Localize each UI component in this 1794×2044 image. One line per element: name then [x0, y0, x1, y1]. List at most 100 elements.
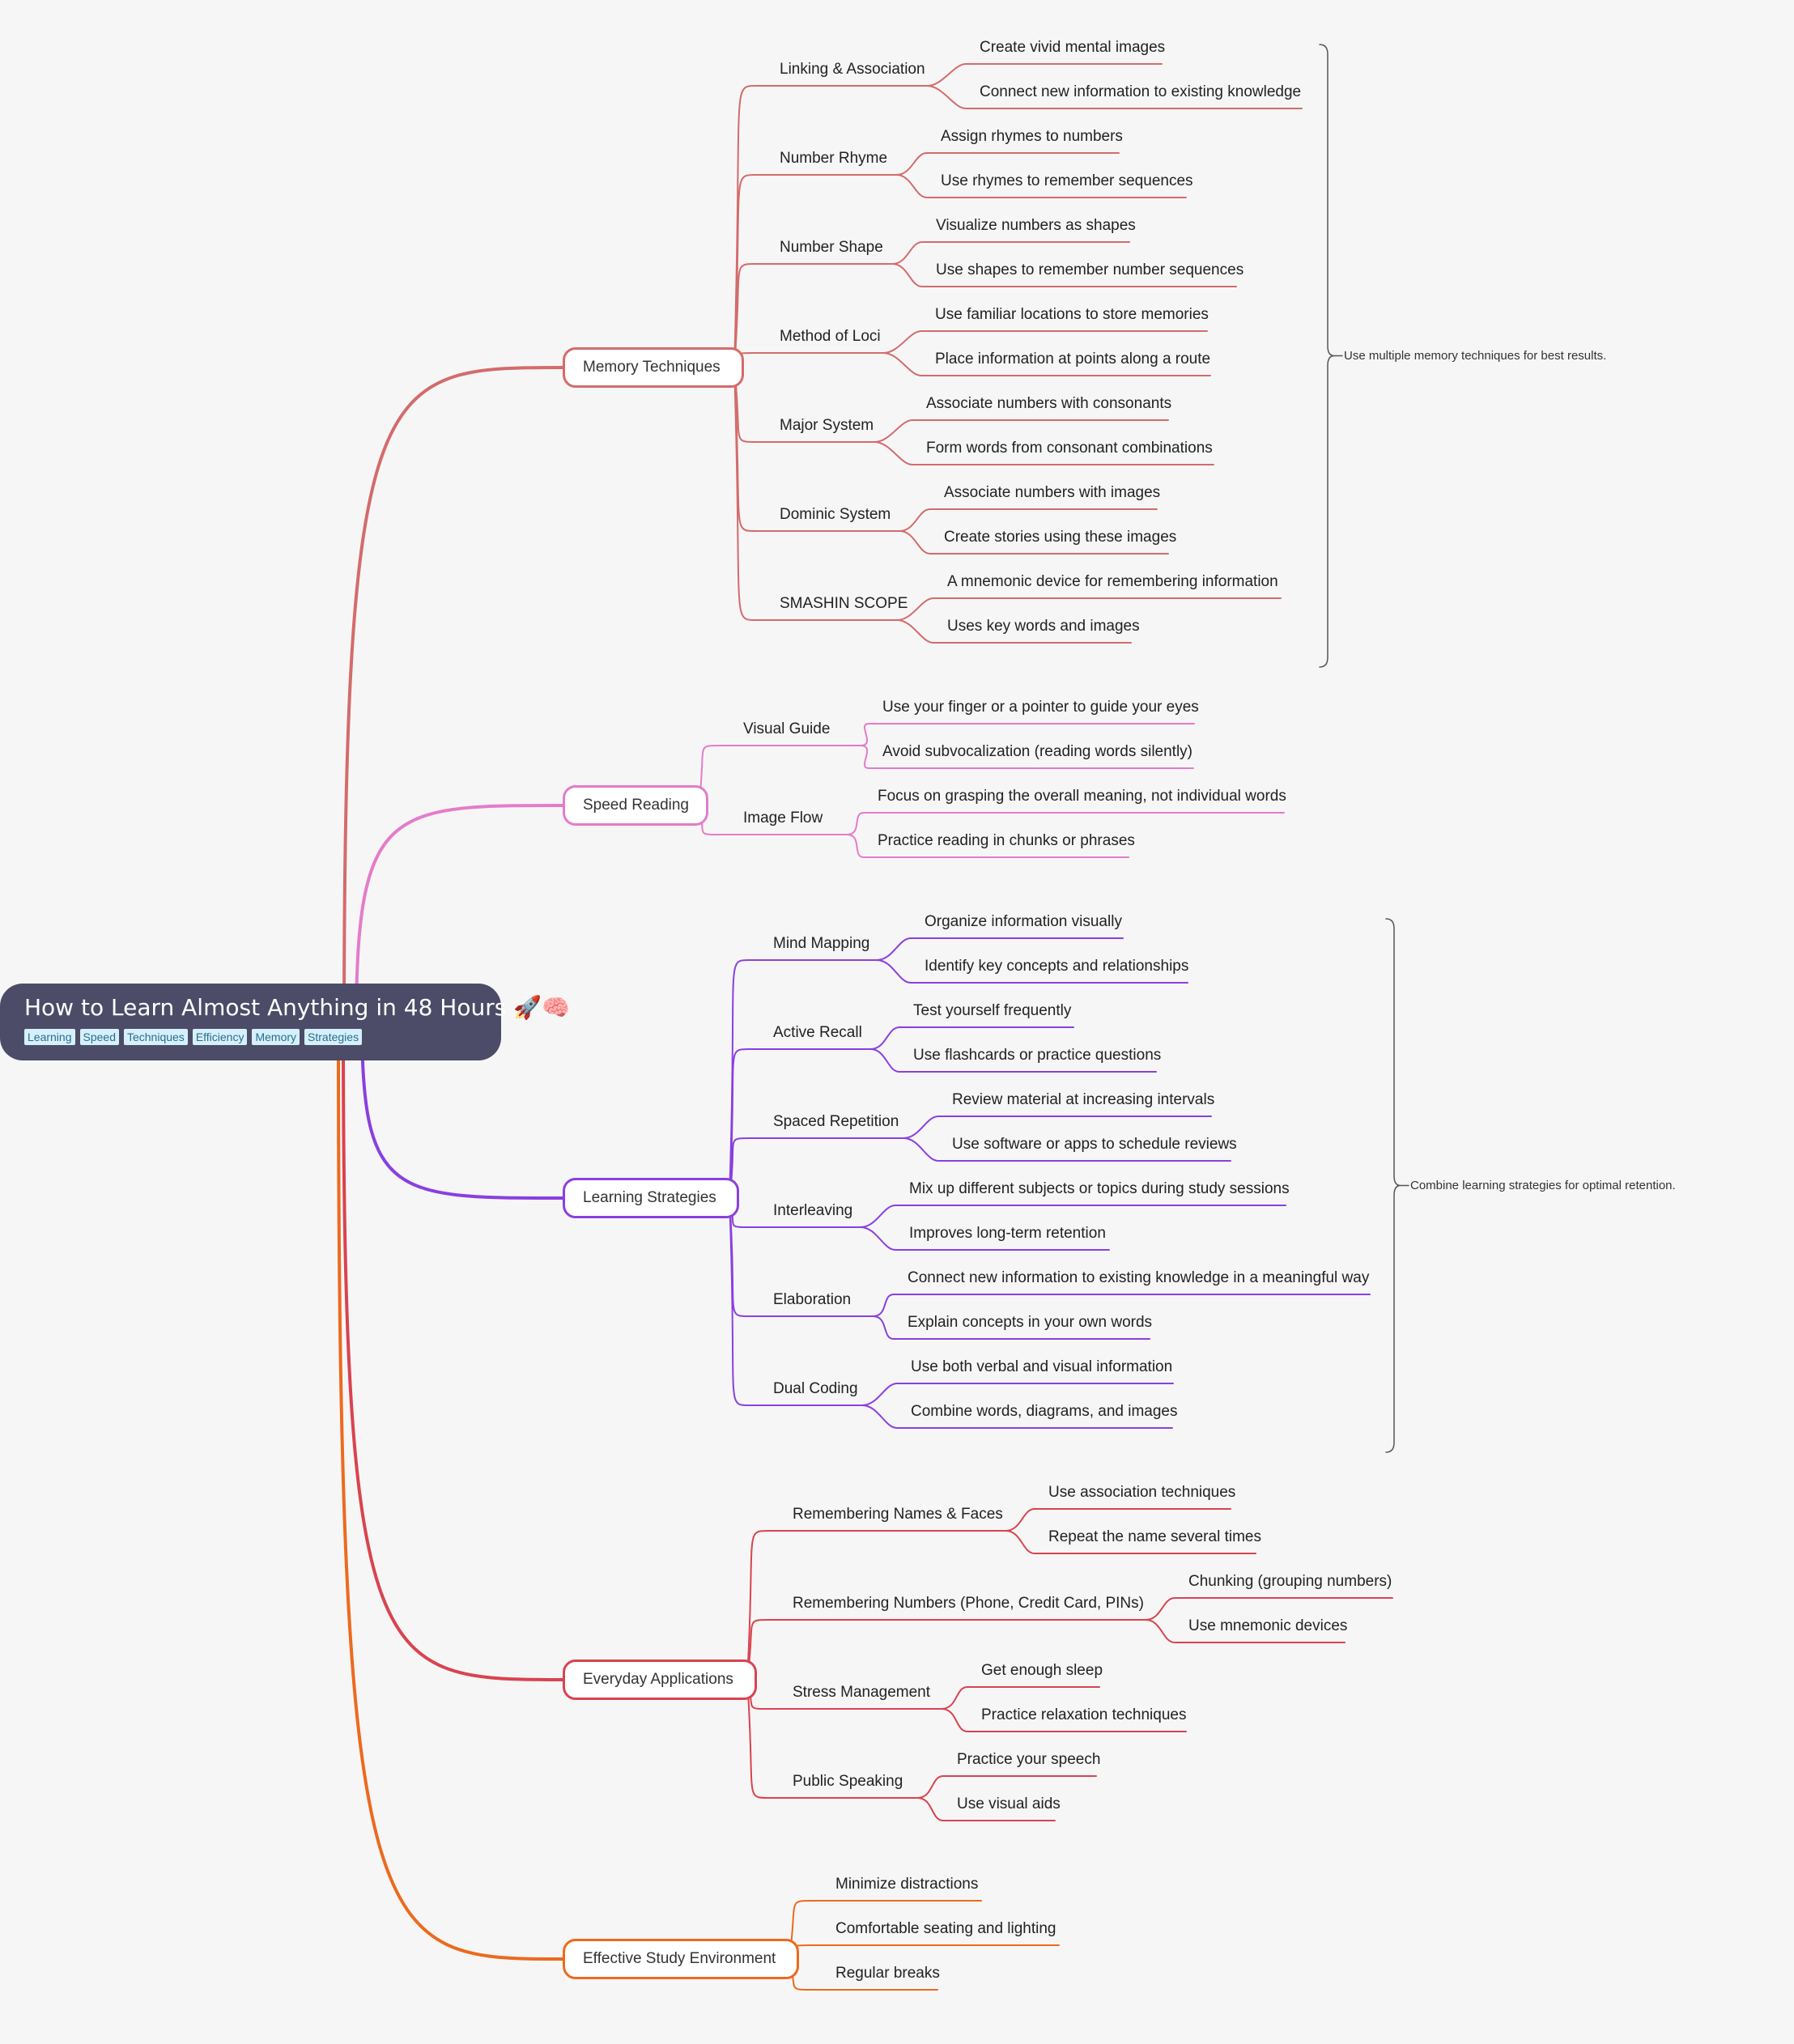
leaf-use-shapes-to-remember-number-sequences[interactable]: Use shapes to remember number sequences [936, 261, 1244, 278]
branch-everyday-applications[interactable]: Everyday Applications [563, 1659, 757, 1700]
leaf-use-visual-aids[interactable]: Use visual aids [957, 1795, 1061, 1812]
leaf-use-flashcards-or-practice-questions[interactable]: Use flashcards or practice questions [913, 1047, 1162, 1064]
connector-place-information-at-points-along-a-route [882, 352, 1211, 376]
root-title: How to Learn Almost Anything in 48 Hours… [24, 994, 570, 1021]
subtopic-spaced-repetition[interactable]: Spaced Repetition [773, 1113, 899, 1130]
leaf-connect-new-information-to-existing-knowledge[interactable]: Connect new information to existing know… [980, 83, 1302, 100]
leaf-combine-words-diagrams-and-images[interactable]: Combine words, diagrams, and images [911, 1403, 1178, 1420]
leaf-connect-new-information-to-existing-knowledge-in-a-meaningful-way[interactable]: Connect new information to existing know… [908, 1269, 1370, 1286]
subtopic-image-flow[interactable]: Image Flow [743, 810, 823, 827]
leaf-associate-numbers-with-consonants[interactable]: Associate numbers with consonants [926, 395, 1172, 412]
leaf-create-vivid-mental-images[interactable]: Create vivid mental images [980, 39, 1166, 56]
subtopic-regular-breaks[interactable]: Regular breaks [835, 1965, 940, 1982]
leaf-improves-long-term-retention[interactable]: Improves long-term retention [909, 1225, 1106, 1242]
leaf-use-familiar-locations-to-store-memories[interactable]: Use familiar locations to store memories [935, 306, 1209, 323]
subtopic-method-of-loci[interactable]: Method of Loci [780, 328, 881, 345]
connector-connect-new-information-to-existing-knowledge-in-a-meaningful-way [872, 1294, 1371, 1317]
subtopic-active-recall[interactable]: Active Recall [773, 1024, 862, 1041]
connector-explain-concepts-in-your-own-words [872, 1315, 1150, 1340]
branch-memory-techniques[interactable]: Memory Techniques [563, 347, 744, 388]
leaf-form-words-from-consonant-combinations[interactable]: Form words from consonant combinations [926, 440, 1213, 457]
leaf-explain-concepts-in-your-own-words[interactable]: Explain concepts in your own words [908, 1314, 1153, 1331]
connector-assign-rhymes-to-numbers [895, 152, 1120, 176]
subtopic-number-rhyme[interactable]: Number Rhyme [780, 150, 888, 167]
leaf-avoid-subvocalization-reading-words-silently[interactable]: Avoid subvocalization (reading words sil… [882, 743, 1193, 760]
subtopic-public-speaking[interactable]: Public Speaking [793, 1773, 903, 1790]
leaf-use-mnemonic-devices[interactable]: Use mnemonic devices [1188, 1617, 1348, 1634]
branch-speed-reading[interactable]: Speed Reading [563, 785, 708, 826]
leaf-use-your-finger-or-a-pointer-to-guide-your-eyes[interactable]: Use your finger or a pointer to guide yo… [882, 699, 1199, 716]
connector-visual-guide [698, 745, 861, 806]
leaf-use-association-techniques[interactable]: Use association techniques [1048, 1484, 1236, 1501]
branch-learning-strategies[interactable]: Learning Strategies [563, 1178, 739, 1218]
leaf-test-yourself-frequently[interactable]: Test yourself frequently [913, 1002, 1072, 1019]
leaf-mix-up-different-subjects-or-topics-during-study-sessions[interactable]: Mix up different subjects or topics duri… [909, 1180, 1290, 1197]
connector-connect-new-information-to-existing-knowledge [926, 85, 1303, 109]
subtopic-interleaving[interactable]: Interleaving [773, 1202, 853, 1219]
connector-number-rhyme [733, 174, 897, 368]
leaf-repeat-the-name-several-times[interactable]: Repeat the name several times [1048, 1528, 1261, 1545]
subtopic-elaboration[interactable]: Elaboration [773, 1291, 852, 1308]
leaf-get-enough-sleep[interactable]: Get enough sleep [981, 1662, 1103, 1679]
subtopic-number-shape[interactable]: Number Shape [780, 239, 883, 256]
leaf-focus-on-grasping-the-overall-meaning-not-individual-words[interactable]: Focus on grasping the overall meaning, n… [878, 788, 1286, 805]
subtopic-linking-association[interactable]: Linking & Association [780, 61, 925, 78]
leaf-uses-key-words-and-images[interactable]: Uses key words and images [947, 618, 1140, 635]
connector-use-software-or-apps-to-schedule-reviews [903, 1137, 1231, 1162]
connector-organize-information-visually [876, 937, 1124, 961]
subtopic-remembering-names-faces[interactable]: Remembering Names & Faces [793, 1506, 1003, 1523]
tag-techniques[interactable]: Techniques [123, 1029, 188, 1045]
subtopic-smashin-scope[interactable]: SMASHIN SCOPE [780, 595, 908, 612]
connector-create-stories-using-these-images [899, 530, 1169, 555]
connector-associate-numbers-with-images [899, 508, 1158, 532]
connector-root-effective-study-environment [337, 1026, 564, 1961]
connector-use-visual-aids [916, 1797, 1056, 1821]
leaf-place-information-at-points-along-a-route[interactable]: Place information at points along a rout… [935, 351, 1211, 368]
leaf-create-stories-using-these-images[interactable]: Create stories using these images [944, 529, 1177, 546]
connector-use-mnemonic-devices [1145, 1619, 1346, 1643]
connector-major-system [733, 367, 875, 443]
tag-memory[interactable]: Memory [252, 1029, 300, 1045]
leaf-use-both-verbal-and-visual-information[interactable]: Use both verbal and visual information [911, 1358, 1173, 1375]
connector-remembering-names-faces [746, 1530, 1006, 1681]
leaf-assign-rhymes-to-numbers[interactable]: Assign rhymes to numbers [941, 128, 1123, 145]
connector-number-shape [733, 263, 893, 368]
leaf-practice-reading-in-chunks-or-phrases[interactable]: Practice reading in chunks or phrases [878, 832, 1135, 849]
leaf-associate-numbers-with-images[interactable]: Associate numbers with images [944, 484, 1161, 501]
subtopic-mind-mapping[interactable]: Mind Mapping [773, 935, 870, 952]
leaf-practice-your-speech[interactable]: Practice your speech [957, 1751, 1101, 1768]
subtopic-dual-coding[interactable]: Dual Coding [773, 1380, 858, 1397]
connector-root-learning-strategies [360, 1020, 564, 1200]
connector-mix-up-different-subjects-or-topics-during-study-sessions [860, 1205, 1286, 1228]
leaf-a-mnemonic-device-for-remembering-information[interactable]: A mnemonic device for remembering inform… [947, 573, 1278, 590]
connector-use-association-techniques [1005, 1508, 1231, 1532]
leaf-review-material-at-increasing-intervals[interactable]: Review material at increasing intervals [952, 1091, 1215, 1108]
leaf-organize-information-visually[interactable]: Organize information visually [925, 913, 1122, 930]
tag-learning[interactable]: Learning [24, 1029, 75, 1045]
connector-visualize-numbers-as-shapes [891, 241, 1130, 265]
leaf-chunking-grouping-numbers[interactable]: Chunking (grouping numbers) [1188, 1573, 1392, 1590]
subtopic-remembering-numbers-phone-credit-card-pins[interactable]: Remembering Numbers (Phone, Credit Card,… [793, 1595, 1144, 1612]
subtopic-visual-guide[interactable]: Visual Guide [743, 720, 831, 737]
tag-strategies[interactable]: Strategies [304, 1029, 363, 1045]
connector-spaced-repetition [729, 1137, 904, 1199]
connector-practice-your-speech [916, 1775, 1097, 1799]
subtopic-stress-management[interactable]: Stress Management [793, 1684, 931, 1701]
subtopic-major-system[interactable]: Major System [780, 417, 874, 434]
leaf-identify-key-concepts-and-relationships[interactable]: Identify key concepts and relationships [925, 958, 1189, 975]
branch-effective-study-environment[interactable]: Effective Study Environment [563, 1939, 799, 1979]
leaf-use-software-or-apps-to-schedule-reviews[interactable]: Use software or apps to schedule reviews [952, 1136, 1237, 1153]
leaf-practice-relaxation-techniques[interactable]: Practice relaxation techniques [981, 1706, 1187, 1723]
connector-test-yourself-frequently [869, 1026, 1074, 1050]
tag-efficiency[interactable]: Efficiency [192, 1029, 248, 1045]
root-node[interactable]: How to Learn Almost Anything in 48 Hours… [0, 984, 570, 1060]
connector-combine-words-diagrams-and-images [861, 1404, 1173, 1429]
connector-root-everyday-applications [342, 1020, 564, 1681]
subtopic-minimize-distractions[interactable]: Minimize distractions [835, 1876, 979, 1893]
subtopic-dominic-system[interactable]: Dominic System [780, 506, 891, 523]
leaf-visualize-numbers-as-shapes[interactable]: Visualize numbers as shapes [936, 217, 1136, 234]
tag-speed[interactable]: Speed [79, 1029, 119, 1045]
connector-method-of-loci [733, 352, 884, 368]
subtopic-comfortable-seating-and-lighting[interactable]: Comfortable seating and lighting [835, 1920, 1056, 1937]
leaf-use-rhymes-to-remember-sequences[interactable]: Use rhymes to remember sequences [941, 172, 1193, 189]
